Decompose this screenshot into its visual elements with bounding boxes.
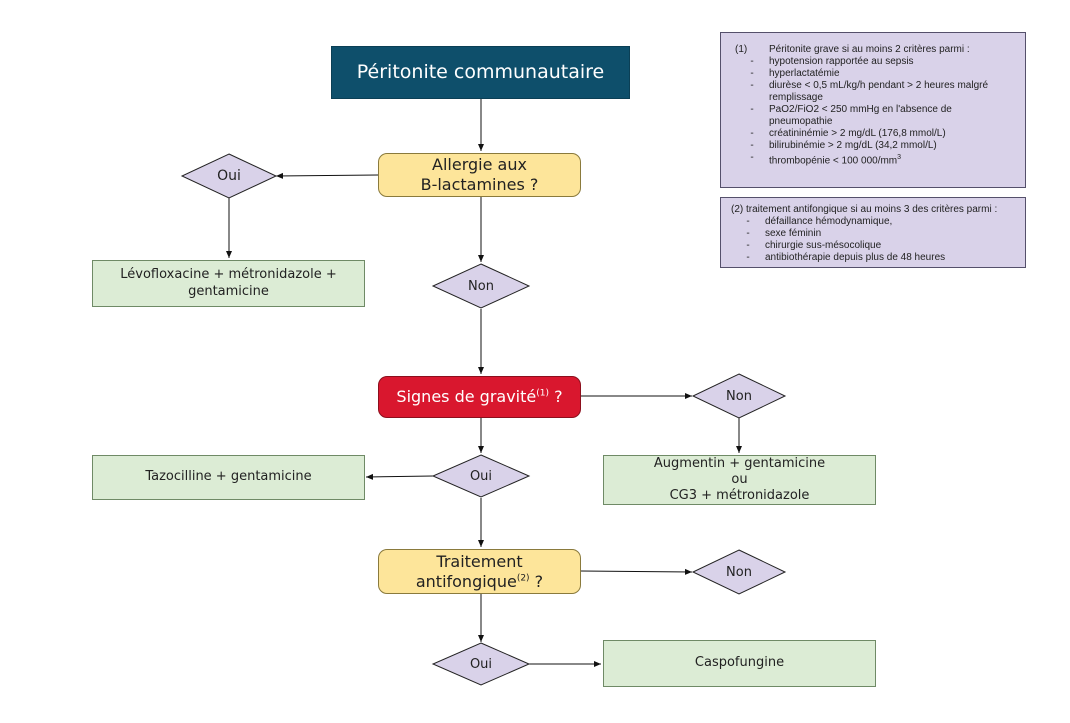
note2-item-text: chirurgie sus-mésocolique — [765, 240, 882, 251]
decision-label-severity-non: Non — [726, 388, 752, 404]
note2-title: (2) traitement antifongique si au moins … — [731, 204, 998, 215]
result-augmentin-line2: ou — [731, 471, 748, 487]
note1-bullet: - — [750, 152, 754, 163]
note1-item-text: PaO2/FiO2 < 250 mmHg en l'absence de pne… — [769, 104, 952, 127]
result-levofloxacine: Lévofloxacine + métronidazole + gentamic… — [92, 260, 365, 307]
result-tazocilline: Tazocilline + gentamicine — [92, 455, 365, 500]
severity-question-text: Signes de gravité(1) ? — [396, 387, 562, 407]
note2-item: - défaillance hémodynamique, — [731, 216, 1017, 228]
note1-bullet: - — [750, 104, 754, 115]
note1-item-text: diurèse < 0,5 mL/kg/h pendant > 2 heures… — [769, 80, 989, 103]
note2-item-text: sexe féminin — [765, 228, 822, 239]
decision-severity-non — [691, 373, 787, 419]
note1-title: Péritonite grave si au moins 2 critères … — [769, 44, 970, 55]
severity-question-ref: (1) — [536, 388, 549, 399]
antifungal-question-line2: antifongique — [415, 571, 517, 591]
note-severity-criteria: (1) Péritonite grave si au moins 2 critè… — [720, 32, 1026, 188]
note2-bullet: - — [746, 228, 750, 239]
decision-antifungal-oui — [431, 642, 531, 686]
note2-item-text: défaillance hémodynamique, — [765, 216, 893, 227]
note1-item: - créatininémie > 2 mg/dL (176,8 mmol/L) — [735, 128, 1017, 140]
note1-item-text: hyperlactatémie — [769, 68, 840, 79]
note1-item: - hypotension rapportée au sepsis — [735, 56, 1017, 68]
note2-bullet: - — [746, 216, 750, 227]
note2-item-text: antibiothérapie depuis plus de 48 heures — [765, 252, 946, 263]
note1-item-sup: 3 — [897, 154, 902, 161]
result-caspofungine-label: Caspofungine — [694, 655, 785, 671]
note1-item: - PaO2/FiO2 < 250 mmHg en l'absence de pn… — [735, 104, 1017, 128]
antifungal-question-line2-wrap: antifongique(2) ? — [416, 572, 543, 591]
note-antifungal-criteria: (2) traitement antifongique si au moins … — [720, 197, 1026, 268]
severity-question-label: Signes de gravité — [396, 387, 537, 406]
result-levofloxacine-line2: gentamicine — [188, 283, 269, 299]
result-caspofungine: Caspofungine — [603, 640, 876, 687]
note1-item-text: créatininémie > 2 mg/dL (176,8 mmol/L) — [769, 128, 946, 139]
result-levofloxacine-line1: Lévofloxacine + métronidazole + — [120, 267, 337, 283]
result-tazocilline-label: Tazocilline + gentamicine — [145, 469, 312, 485]
note1-item-text: thrombopénie < 100 000/mm — [769, 155, 898, 167]
decision-label-severity-oui: Oui — [469, 468, 493, 484]
decision-label-allergy-oui: Oui — [217, 168, 241, 184]
note1-item-text: bilirubinémie > 2 mg/dL (34,2 mmol/L) — [769, 140, 937, 151]
decision-allergy-non — [431, 263, 531, 309]
note1-item: - diurèse < 0,5 mL/kg/h pendant > 2 heure… — [735, 80, 1017, 104]
note1-bullet: - — [750, 80, 754, 91]
note2-bullet: - — [746, 252, 750, 263]
start-node-label: Péritonite communautaire — [356, 60, 605, 83]
decision-label-allergy-non: Non — [468, 278, 494, 294]
severity-question: Signes de gravité(1) ? — [378, 376, 581, 418]
note1-bullet: - — [750, 68, 754, 79]
decision-label-antifungal-non: Non — [726, 564, 752, 580]
note1-item-last: thrombopénie < 100 000/mm3 — [769, 152, 1017, 167]
decision-antifungal-non — [691, 549, 787, 595]
allergy-question: Allergie aux B-lactamines ? — [378, 153, 581, 197]
note1-header: (1) Péritonite grave si au moins 2 critè… — [735, 44, 1017, 56]
result-augmentin-line1: Augmentin + gentamicine — [653, 455, 826, 471]
note1-bullet: - — [750, 128, 754, 139]
decision-label-antifungal-oui: Oui — [469, 656, 493, 672]
note2-item: - sexe féminin — [731, 228, 1017, 240]
decision-allergy-oui — [180, 153, 278, 199]
note2-item: - chirurgie sus-mésocolique — [731, 240, 1017, 252]
note1-item: - bilirubinémie > 2 mg/dL (34,2 mmol/L) — [735, 140, 1017, 152]
note2-bullet: - — [746, 240, 750, 251]
start-node: Péritonite communautaire — [331, 46, 630, 99]
note1-item: - thrombopénie < 100 000/mm3 — [735, 152, 1017, 167]
allergy-question-line2: B-lactamines ? — [420, 175, 539, 194]
severity-question-suffix: ? — [549, 387, 563, 406]
note1-bullet: - — [750, 56, 754, 67]
arrow-oui-to-tazocilline — [365, 473, 434, 480]
note1-item-text: hypotension rapportée au sepsis — [769, 56, 914, 67]
result-augmentin-line3: CG3 + métronidazole — [669, 488, 810, 504]
note1-item: - hyperlactatémie — [735, 68, 1017, 80]
note2-item: - antibiothérapie depuis plus de 48 heure… — [731, 252, 1017, 264]
note1-marker: (1) — [735, 44, 748, 55]
antifungal-question-ref: (2) — [516, 573, 530, 584]
note1-bullet: - — [750, 140, 754, 151]
decision-severity-oui — [431, 454, 531, 498]
antifungal-question: Traitement antifongique(2) ? — [378, 549, 581, 594]
arrow-allergy-to-oui — [275, 172, 379, 179]
antifungal-question-suffix: ? — [529, 571, 544, 591]
result-augmentin: Augmentin + gentamicine ou CG3 + métroni… — [603, 455, 876, 505]
allergy-question-line1: Allergie aux — [432, 155, 527, 174]
antifungal-question-line1: Traitement — [436, 552, 523, 572]
arrow-antifungal-to-non — [580, 568, 693, 575]
